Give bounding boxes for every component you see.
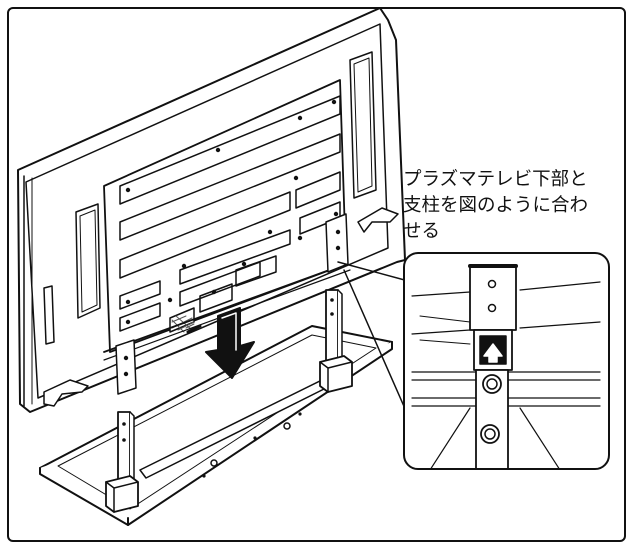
instruction-caption: プラズマテレビ下部と 支柱を図のように合わ せる [403,169,589,242]
stand-post-right [319,289,353,393]
arrow-down-icon [205,307,255,379]
detail-inset [403,252,610,470]
plasma-tv-back [17,7,406,413]
detail-arrow-up-icon [483,343,503,363]
stand-post-left [105,411,139,513]
